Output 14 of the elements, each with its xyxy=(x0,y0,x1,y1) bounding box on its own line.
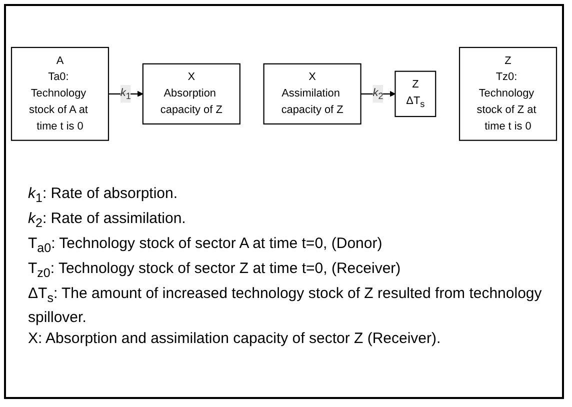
node-box: X Absorption capacity of Z xyxy=(142,62,240,124)
edge-label: k$_{2}$ xyxy=(372,86,384,100)
node-box: A Ta0: Technology stock of A at time t is 0 xyxy=(10,46,110,140)
legend-note: k$_{1}$: Rate of absorption. xyxy=(28,184,179,207)
legend-note: T$_{a0}$: Technology stock of sector A at time t=0, (Donor) xyxy=(28,234,384,257)
node-box: X Assimilation capacity of Z xyxy=(263,62,362,124)
legend-note: X: Absorption and assimilation capacity of sector Z (Receiver). xyxy=(28,329,442,349)
edge-label: k$_{1}$ xyxy=(120,86,131,100)
arrow xyxy=(360,90,396,96)
legend-note: k$_{2}$: Rate of assimilation. xyxy=(28,209,187,232)
node-box: Z Tz0: Technology stock of Z at time t is 0 xyxy=(458,46,558,140)
legend-note: ΔT$_{s}$: The amount of increased technology stock of Z resulted from technology spillover. xyxy=(28,284,543,328)
node-box: Z ΔT$_{s}$ xyxy=(394,70,436,117)
legend-note: T$_{z0}$: Technology stock of sector Z at time t=0, (Receiver) xyxy=(28,259,402,282)
